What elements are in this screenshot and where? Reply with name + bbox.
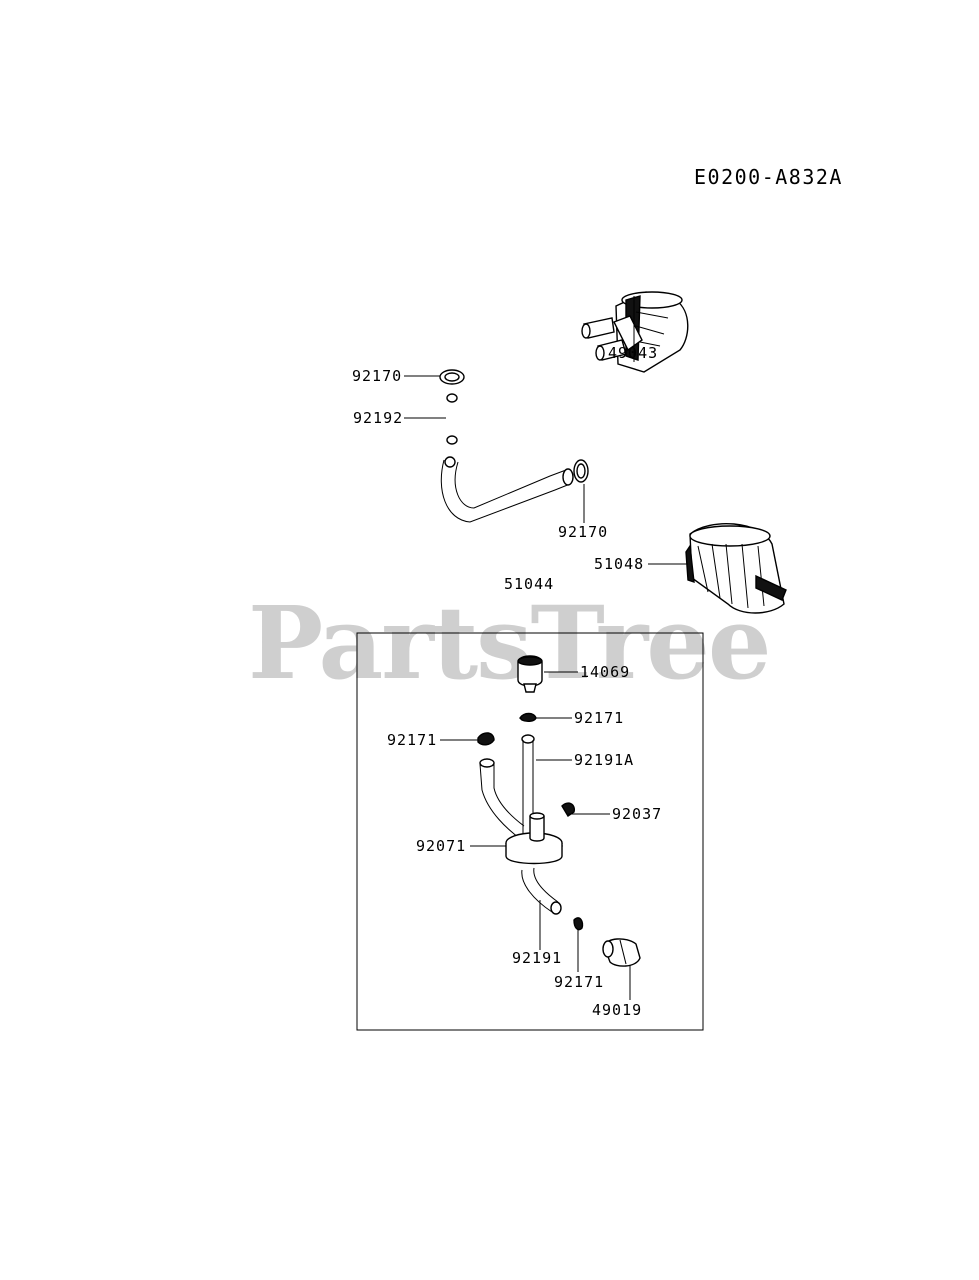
clip-92192	[444, 393, 458, 468]
cap-14069	[517, 655, 543, 693]
label-92071: 92071	[416, 837, 466, 855]
leader-lines	[404, 296, 688, 1000]
washer-92170-top	[439, 369, 465, 385]
watermark: PartsTree	[248, 584, 770, 702]
filter-49019	[602, 938, 641, 967]
filter-cover-51048	[685, 523, 787, 614]
clip-92171-a	[519, 712, 537, 723]
clip-92171-b	[477, 732, 495, 746]
label-49019: 49019	[592, 1001, 642, 1019]
label-92037: 92037	[612, 805, 662, 823]
diagram-code: E0200-A832A	[694, 165, 843, 189]
label-51048: 51048	[594, 555, 644, 573]
label-92170-mid: 92170	[558, 523, 608, 541]
clamp-92037	[561, 802, 576, 817]
label-92191: 92191	[512, 949, 562, 967]
label-92171-a: 92171	[574, 709, 624, 727]
label-92171-c: 92171	[554, 973, 604, 991]
kit-51044-box	[356, 632, 704, 1031]
label-51044: 51044	[504, 575, 554, 593]
label-92170-top: 92170	[352, 367, 402, 385]
label-14069: 14069	[580, 663, 630, 681]
label-92192: 92192	[353, 409, 403, 427]
valve-92071	[505, 812, 563, 865]
washer-92170-mid	[573, 459, 589, 483]
label-92191A: 92191A	[574, 751, 634, 769]
bent-hose	[479, 758, 525, 841]
clip-92171-c	[573, 917, 584, 931]
hose-92191	[521, 867, 562, 915]
fuel-hose	[440, 459, 574, 523]
label-92171-b: 92171	[387, 731, 437, 749]
label-49043: 49043	[608, 344, 658, 362]
